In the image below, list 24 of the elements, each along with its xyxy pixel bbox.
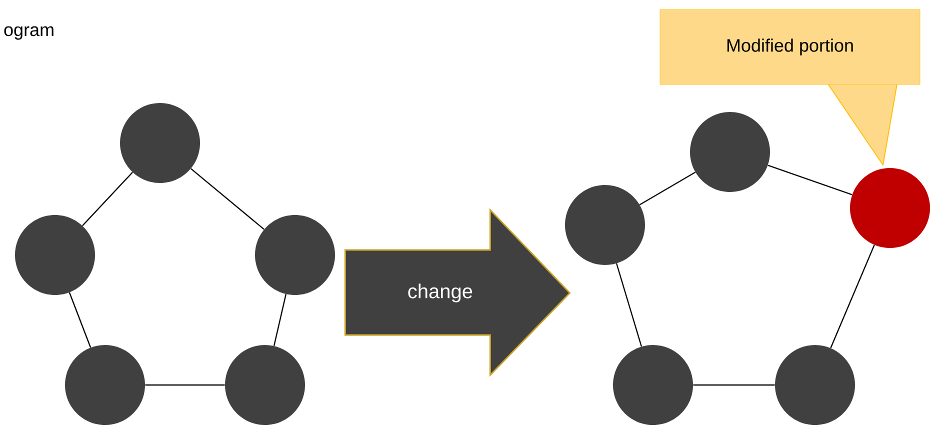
node-circle [15,215,95,295]
connector-line [82,172,133,226]
connector-line [830,244,875,348]
connector-line [190,168,264,230]
block-arrow [344,208,571,377]
connector-line [68,292,92,348]
node-circle [613,345,693,425]
node-circle [690,112,770,192]
node-circle [255,215,335,295]
node-circle [775,345,855,425]
connector-line [639,172,696,206]
node-circle [850,168,930,248]
node-circle [225,345,305,425]
callout-box: Modified portion [660,9,920,166]
node-circle [65,345,145,425]
connector-line [273,294,287,346]
node-circle [120,103,200,183]
connector-line [768,164,852,196]
edge-label: change [405,282,475,304]
connector-line [145,384,225,386]
title-text: ogram [4,26,54,40]
connector-line [616,263,642,347]
connector-line [693,384,775,386]
node-circle [565,185,645,265]
